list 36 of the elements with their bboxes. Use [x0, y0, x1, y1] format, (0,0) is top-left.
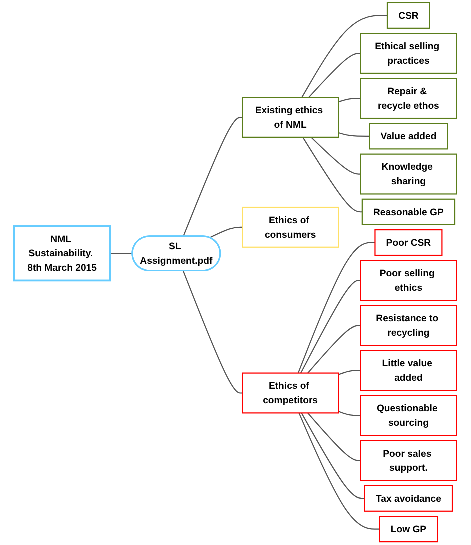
connector — [338, 98, 361, 103]
node-box: Tax avoidance — [364, 485, 454, 512]
node-box: Little value added — [360, 350, 458, 392]
node-box: Ethics of consumers — [242, 206, 340, 248]
node-box: Repair & recycle ethos — [360, 78, 458, 120]
node-box: Ethical selling practices — [360, 33, 458, 74]
node-box: Questionable sourcing — [360, 395, 458, 436]
connector — [298, 412, 380, 530]
connector — [338, 132, 370, 137]
node-box: Value added — [369, 123, 448, 150]
connector — [110, 253, 133, 254]
connector — [300, 280, 361, 374]
node-box: Poor CSR — [374, 229, 443, 256]
connector — [210, 226, 243, 238]
node-box: Poor sales support. — [360, 440, 458, 482]
connector — [310, 137, 361, 175]
connector — [338, 370, 361, 376]
connector — [308, 52, 361, 98]
connector — [338, 411, 361, 416]
node-box: Poor selling ethics — [360, 260, 458, 302]
node-box: NML Sustainability. 8th March 2015 — [13, 226, 112, 282]
node-box: Ethics of competitors — [242, 372, 340, 414]
node-box: Reasonable GP — [362, 198, 456, 226]
connector — [308, 325, 361, 374]
node-box: Resistance to recycling — [360, 305, 458, 346]
connector — [183, 116, 243, 237]
node-box: Knowledge sharing — [360, 154, 458, 195]
node-box: CSR — [386, 2, 430, 29]
node-box: Existing ethics of NML — [242, 97, 340, 138]
node-box: Low GP — [379, 516, 438, 543]
connector — [308, 412, 361, 462]
connector — [302, 137, 362, 213]
connector — [302, 15, 388, 98]
connector — [298, 242, 376, 374]
connector — [182, 270, 243, 394]
connector — [301, 412, 365, 500]
